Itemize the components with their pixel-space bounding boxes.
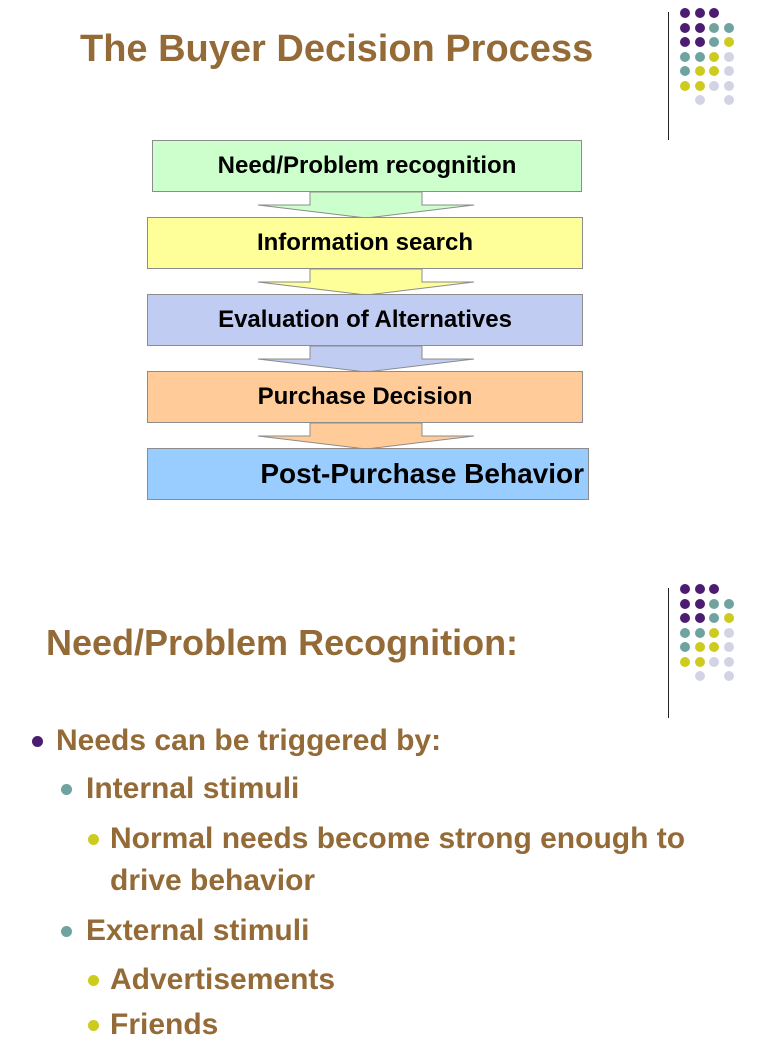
decor-dot [694,656,705,667]
decor-dot [709,51,719,62]
decor-dot [680,80,690,91]
decor-dot [680,598,690,609]
decor-dot [694,627,705,638]
decor-dot [694,95,705,105]
slide-title: Need/Problem Recognition: [46,622,519,663]
decor-dot [680,627,690,638]
flow-arrow-2 [257,268,475,296]
decor-dot [694,66,705,76]
flow-arrow-1 [257,191,475,219]
bullet-text: Friends [110,1008,219,1041]
bullet-text: Internal stimuli [86,772,300,805]
step-label: Purchase Decision [257,383,473,410]
decor-dot [694,22,705,33]
decor-dot [709,80,719,91]
decor-dot [723,642,734,652]
bullet-dot-icon [32,736,43,747]
bullet-item: External stimuli [61,910,310,952]
bullet-text: Normal needs become strong enough to dri… [110,822,686,897]
decor-dot [723,37,734,47]
decor-dot [709,584,719,594]
step-purchase-decision: Purchase Decision [147,371,583,423]
slide-need-problem-recognition: Need/Problem Recognition: Needs can be t… [0,560,768,1041]
decor-dot [723,656,734,667]
flow-arrow-3 [257,345,475,373]
decor-dot [694,598,705,609]
bullet-dot-icon [88,1020,99,1031]
decor-dot [680,656,690,667]
step-evaluation-alternatives: Evaluation of Alternatives [147,294,583,346]
bullet-text: Advertisements [110,963,336,996]
decor-dot [680,613,690,623]
step-label: Evaluation of Alternatives [218,306,512,333]
step-label: Post-Purchase Behavior [260,458,584,489]
decor-dot [680,8,690,18]
bullet-dot-icon [61,926,72,937]
step-post-purchase-behavior: Post-Purchase Behavior [147,448,589,500]
decor-dot [709,22,719,33]
bullet-text: Needs can be triggered by: [56,724,442,757]
bullet-dot-icon [61,784,72,795]
decor-divider-line [668,588,669,718]
bullet-item: Internal stimuli [61,768,300,810]
decor-dot [680,66,690,76]
bullet-text: External stimuli [86,914,310,947]
decor-dot [723,80,734,91]
slide-buyer-decision-process: The Buyer Decision Process Need/Problem … [0,0,768,520]
decor-dot [723,598,734,609]
step-need-recognition: Need/Problem recognition [152,140,582,192]
step-information-search: Information search [147,217,583,269]
step-label: Need/Problem recognition [217,152,517,179]
step-label: Information search [256,229,474,256]
flow-arrow-4 [257,422,475,450]
decor-dot [694,642,705,652]
flow-arrows [257,191,475,450]
bullet-item: Normal needs become strong enough to dri… [88,818,750,902]
decor-dot [709,598,719,609]
decor-dot [709,613,719,623]
decor-divider-line [668,12,669,140]
decor-dot [694,671,705,681]
bullet-item: Advertisements [88,959,750,1001]
decor-dot [709,66,719,76]
decor-dot [680,37,690,47]
decor-dot [709,627,719,638]
decor-dot [709,8,719,18]
decor-dot [694,80,705,91]
decor-dot [680,584,690,594]
bullet-dot-icon [88,834,99,845]
decor-dot [723,66,734,76]
decor-dot [709,642,719,652]
decor-dot [694,37,705,47]
decor-dot [680,642,690,652]
decor-dot [723,22,734,33]
decor-dot [709,656,719,667]
bullet-item: Friends [88,1004,750,1046]
slide-title: The Buyer Decision Process [80,28,594,70]
decor-dot [723,671,734,681]
decor-dot [723,51,734,62]
decor-dot [680,22,690,33]
bullet-item: Needs can be triggered by: [32,720,442,762]
decor-dot [694,8,705,18]
decor-dot [694,613,705,623]
decor-dot [694,51,705,62]
bullet-dot-icon [88,975,99,986]
decor-dot [723,95,734,105]
decor-dot [723,613,734,623]
process-flowchart: Need/Problem recognition Information sea… [0,0,768,520]
decor-dot [709,37,719,47]
decor-dot [694,584,705,594]
decor-dot [723,627,734,638]
decor-dot [680,51,690,62]
